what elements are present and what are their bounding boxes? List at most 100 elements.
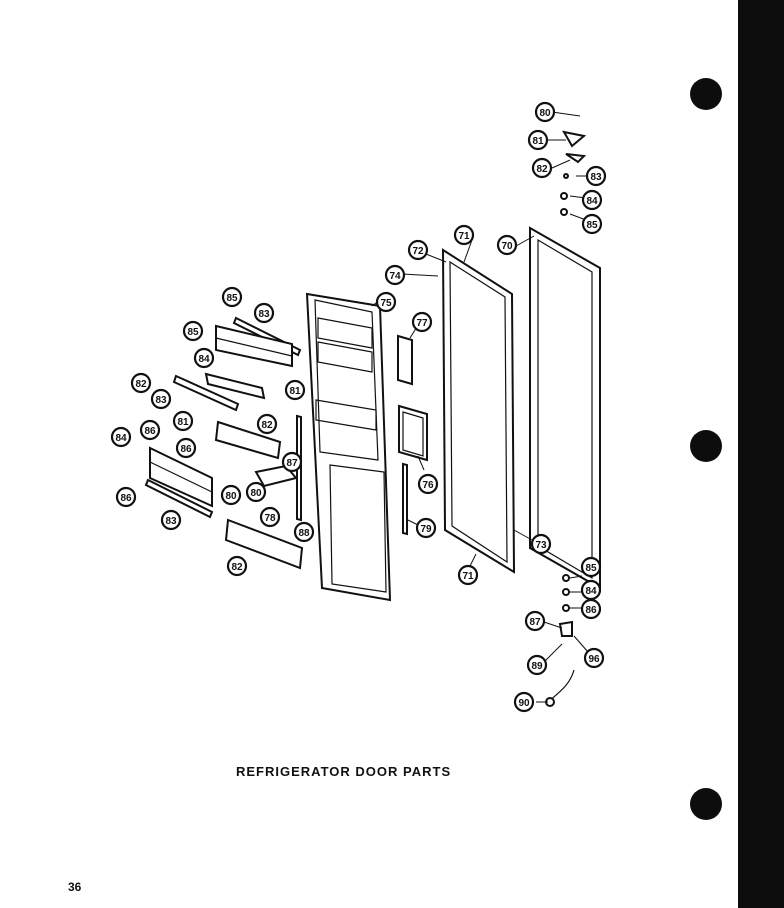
- callout-86b: 86: [175, 437, 197, 459]
- svg-text:84: 84: [115, 433, 127, 444]
- callout-87b: 87: [524, 610, 546, 632]
- callout-86c: 86: [115, 486, 137, 508]
- svg-text:72: 72: [412, 246, 424, 257]
- diagram-title: REFRIGERATOR DOOR PARTS: [236, 764, 452, 779]
- binder-hole-bottom: [690, 788, 722, 820]
- svg-text:81: 81: [177, 417, 189, 428]
- svg-text:84: 84: [585, 586, 597, 597]
- cover-plate-77: [397, 334, 413, 386]
- svg-text:86: 86: [120, 493, 132, 504]
- svg-text:90: 90: [518, 698, 530, 709]
- callout-90: 90: [513, 691, 535, 713]
- tray-87: [254, 464, 298, 488]
- callout-84d: 84: [580, 579, 602, 601]
- svg-text:96: 96: [588, 654, 600, 665]
- callout-83b: 83: [253, 302, 275, 324]
- binder-hole-middle: [690, 430, 722, 462]
- filter-panel-76: [398, 404, 428, 462]
- svg-text:75: 75: [380, 298, 392, 309]
- callout-82d: 82: [226, 555, 248, 577]
- callout-83a: 83: [585, 165, 607, 187]
- door-outer-panel: [441, 248, 516, 574]
- svg-text:71: 71: [462, 571, 474, 582]
- callout-83d: 83: [160, 509, 182, 531]
- svg-text:86: 86: [144, 426, 156, 437]
- bar-83c: [144, 478, 214, 519]
- svg-text:80: 80: [225, 491, 237, 502]
- callout-86a: 86: [139, 419, 161, 441]
- callout-83c: 83: [150, 388, 172, 410]
- callout-87: 87: [281, 451, 303, 473]
- callout-84a: 84: [581, 189, 603, 211]
- callout-85d: 85: [580, 556, 602, 578]
- callout-84c: 84: [110, 426, 132, 448]
- callout-82b: 82: [130, 372, 152, 394]
- basket-84: [204, 372, 266, 400]
- svg-text:85: 85: [586, 220, 598, 231]
- callout-85c: 85: [182, 320, 204, 342]
- binder-hole-top: [690, 78, 722, 110]
- svg-text:83: 83: [155, 395, 167, 406]
- svg-text:84: 84: [198, 354, 210, 365]
- page-edge-bar: [738, 0, 784, 908]
- svg-text:82: 82: [536, 164, 548, 175]
- callout-81c: 81: [172, 410, 194, 432]
- trim-strip-78: [402, 462, 408, 536]
- svg-text:81: 81: [532, 136, 544, 147]
- callout-86d: 86: [580, 598, 602, 620]
- svg-text:82: 82: [135, 379, 147, 390]
- callout-82c: 82: [256, 413, 278, 435]
- svg-text:82: 82: [231, 562, 243, 573]
- callout-71b: 71: [457, 564, 479, 586]
- svg-text:86: 86: [585, 605, 597, 616]
- svg-text:87: 87: [286, 458, 298, 469]
- svg-text:73: 73: [535, 540, 547, 551]
- callout-79: 79: [415, 517, 437, 539]
- callout-76: 76: [417, 473, 439, 495]
- bottom-shelf-82: [224, 518, 304, 570]
- hinge-parts-bottom: [545, 574, 575, 707]
- door-gasket-outer: [529, 226, 601, 590]
- callout-80c: 80: [245, 481, 267, 503]
- callout-80b: 80: [220, 484, 242, 506]
- svg-text:78: 78: [264, 513, 276, 524]
- svg-text:83: 83: [258, 309, 270, 320]
- svg-text:88: 88: [298, 528, 310, 539]
- svg-text:79: 79: [420, 524, 432, 535]
- callout-74: 74: [384, 264, 406, 286]
- svg-text:85: 85: [226, 293, 238, 304]
- svg-text:80: 80: [539, 108, 551, 119]
- svg-text:85: 85: [187, 327, 199, 338]
- callout-78: 78: [259, 506, 281, 528]
- svg-text:89: 89: [531, 661, 543, 672]
- callout-72: 72: [407, 239, 429, 261]
- callout-70: 70: [496, 234, 518, 256]
- callout-88: 88: [293, 521, 315, 543]
- shelf-85: [215, 324, 293, 368]
- svg-text:80: 80: [250, 488, 262, 499]
- svg-text:86: 86: [180, 444, 192, 455]
- page-number: 36: [68, 880, 82, 894]
- callout-84b: 84: [193, 347, 215, 369]
- hinge-parts-top: [560, 130, 587, 216]
- callout-71a: 71: [453, 224, 475, 246]
- shelf-82: [214, 420, 282, 460]
- callout-85b: 85: [221, 286, 243, 308]
- svg-text:82: 82: [261, 420, 273, 431]
- svg-text:83: 83: [165, 516, 177, 527]
- svg-text:74: 74: [389, 271, 401, 282]
- callout-75: 75: [375, 291, 397, 313]
- svg-text:70: 70: [501, 241, 513, 252]
- door-inner-liner: [305, 292, 392, 602]
- callout-89: 89: [526, 654, 548, 676]
- leader-lines: [371, 111, 590, 703]
- svg-text:87: 87: [529, 617, 541, 628]
- svg-text:71: 71: [458, 231, 470, 242]
- svg-text:84: 84: [586, 196, 598, 207]
- bar-83b: [172, 374, 240, 412]
- callout-81a: 81: [527, 129, 549, 151]
- callout-82a: 82: [531, 157, 553, 179]
- shelf-86: [149, 446, 213, 508]
- svg-text:76: 76: [422, 480, 434, 491]
